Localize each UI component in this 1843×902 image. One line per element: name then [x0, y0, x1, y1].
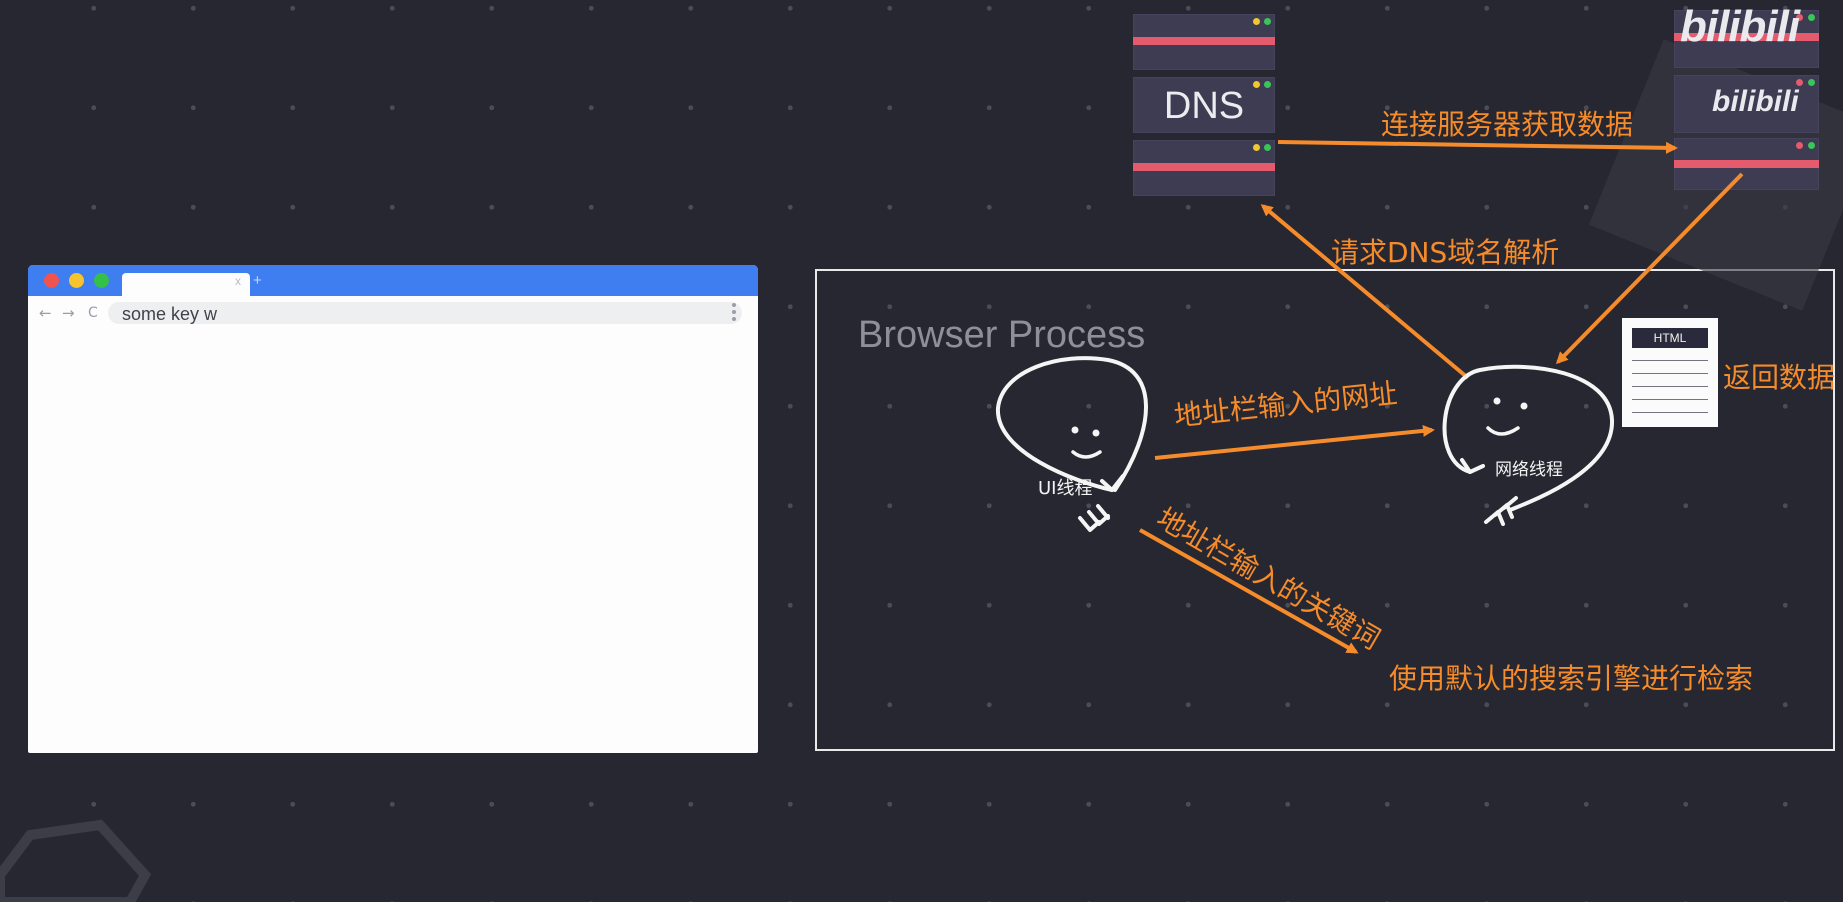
- reload-icon[interactable]: C: [88, 305, 98, 321]
- site-server-unit-bottom: [1674, 138, 1819, 190]
- forward-arrow-icon[interactable]: →: [62, 304, 75, 322]
- back-arrow-icon[interactable]: ←: [39, 304, 52, 322]
- tab-close-icon[interactable]: x: [235, 274, 241, 288]
- url-forward-arrow: [1154, 424, 1435, 460]
- dns-lookup-label: 请求DNS域名解析: [1331, 236, 1560, 269]
- network-thread-label: 网络线程: [1495, 460, 1563, 480]
- site-server-unit-top: [1674, 10, 1819, 68]
- browser-process-title: Browser Process: [858, 314, 1146, 356]
- address-bar-text[interactable]: some key w: [122, 304, 218, 324]
- ui-thread-doodle: [995, 356, 1148, 532]
- network-thread-eye-right: [1520, 402, 1528, 410]
- minimize-window-dot[interactable]: [69, 273, 84, 288]
- close-window-dot[interactable]: [44, 273, 59, 288]
- html-document-icon: HTML: [1622, 318, 1718, 427]
- bilibili-logo-middle: bilibili: [1712, 85, 1799, 118]
- browser-process-box: [815, 269, 1835, 751]
- ui-thread-smile: [1071, 450, 1102, 459]
- browser-window: x + ← → C some key w: [28, 265, 758, 753]
- return-data-label: 返回数据: [1723, 361, 1836, 394]
- return-data-arrow: [1555, 172, 1744, 365]
- dns-request-arrow: [1260, 204, 1470, 380]
- address-bar[interactable]: some key w: [108, 302, 742, 324]
- site-server-unit-middle: [1674, 75, 1819, 133]
- maximize-window-dot[interactable]: [94, 273, 109, 288]
- network-thread-eye-left: [1493, 397, 1501, 405]
- network-thread-doodle: [1442, 364, 1615, 526]
- network-thread-smile: [1486, 426, 1520, 436]
- keyword-search-arrow: [1139, 528, 1359, 654]
- search-engine-label: 使用默认的搜索引擎进行检索: [1389, 662, 1754, 695]
- dns-server-unit-middle: [1133, 77, 1275, 133]
- connect-server-label: 连接服务器获取数据: [1381, 108, 1634, 141]
- dns-label: DNS: [1163, 85, 1245, 127]
- connect-server-arrow: [1277, 140, 1678, 154]
- browser-tab[interactable]: [122, 273, 250, 297]
- ui-thread-label: UI线程: [1038, 478, 1093, 499]
- decorative-hexagon: [0, 819, 152, 902]
- menu-kebab-icon[interactable]: [732, 303, 738, 324]
- new-tab-icon[interactable]: +: [253, 272, 262, 289]
- ui-thread-eye-right: [1092, 429, 1100, 437]
- bilibili-logo-top: bilibili: [1680, 2, 1800, 51]
- ui-thread-eye-left: [1071, 426, 1079, 434]
- dns-server-unit-bottom: [1133, 140, 1275, 196]
- dns-server-unit-top: [1133, 14, 1275, 70]
- html-document-label: HTML: [1632, 328, 1708, 348]
